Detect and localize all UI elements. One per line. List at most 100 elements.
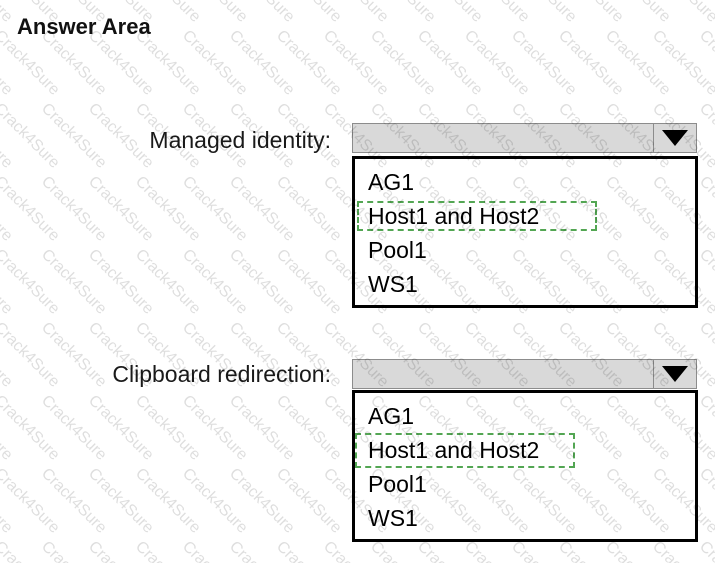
- watermark-text: Crack4Sure: [131, 465, 204, 537]
- watermark-text: Crack4Sure: [225, 465, 298, 537]
- watermark-text: Crack4Sure: [507, 27, 580, 99]
- watermark-text: Crack4Sure: [178, 538, 251, 563]
- watermark-text: Crack4Sure: [0, 173, 16, 245]
- watermark-text: Crack4Sure: [272, 538, 345, 563]
- clipboard-redirection-dropdown[interactable]: [352, 359, 697, 389]
- watermark-text: Crack4Sure: [178, 465, 251, 537]
- dropdown-arrow-button[interactable]: [653, 360, 696, 388]
- watermark-text: Crack4Sure: [178, 0, 251, 26]
- watermark-text: Crack4Sure: [695, 100, 715, 172]
- watermark-text: Crack4Sure: [0, 173, 63, 245]
- watermark-text: Crack4Sure: [272, 246, 345, 318]
- watermark-text: Crack4Sure: [648, 0, 715, 26]
- option-label: WS1: [368, 504, 418, 531]
- watermark-text: Crack4Sure: [319, 27, 392, 99]
- watermark-text: Crack4Sure: [131, 246, 204, 318]
- selected-answer-highlight: Host1 and Host2: [355, 432, 575, 468]
- watermark-text: Crack4Sure: [178, 27, 251, 99]
- watermark-text: Crack4Sure: [507, 0, 580, 26]
- watermark-text: Crack4Sure: [131, 173, 204, 245]
- watermark-text: Crack4Sure: [178, 173, 251, 245]
- watermark-text: Crack4Sure: [131, 538, 204, 563]
- watermark-text: Crack4Sure: [178, 392, 251, 464]
- watermark-text: Crack4Sure: [84, 246, 157, 318]
- selected-answer-highlight: Host1 and Host2: [357, 201, 597, 231]
- watermark-text: Crack4Sure: [0, 538, 63, 563]
- watermark-text: Crack4Sure: [84, 173, 157, 245]
- watermark-text: Crack4Sure: [695, 246, 715, 318]
- option-host1-and-host2[interactable]: Host1 and Host2: [355, 432, 695, 468]
- watermark-text: Crack4Sure: [413, 0, 486, 26]
- watermark-text: Crack4Sure: [554, 27, 627, 99]
- option-label: Host1 and Host2: [368, 202, 540, 229]
- option-ag1[interactable]: AG1: [355, 399, 695, 433]
- page-title: Answer Area: [17, 14, 151, 39]
- watermark-text: Crack4Sure: [272, 392, 345, 464]
- watermark-text: Crack4Sure: [178, 246, 251, 318]
- watermark-text: Crack4Sure: [0, 538, 16, 563]
- watermark-text: Crack4Sure: [554, 0, 627, 26]
- watermark-text: Crack4Sure: [695, 27, 715, 99]
- option-pool1[interactable]: Pool1: [355, 467, 695, 501]
- watermark-text: Crack4Sure: [319, 0, 392, 26]
- watermark-text: Crack4Sure: [37, 392, 110, 464]
- watermark-text: Crack4Sure: [460, 27, 533, 99]
- managed-identity-options-list: AG1 Host1 and Host2 Pool1 WS1: [352, 156, 698, 308]
- dropdown-arrow-button[interactable]: [653, 124, 696, 152]
- question-label-managed-identity: Managed identity:: [149, 127, 331, 153]
- watermark-text: Crack4Sure: [84, 392, 157, 464]
- watermark-text: Crack4Sure: [0, 27, 16, 99]
- watermark-text: Crack4Sure: [601, 27, 674, 99]
- watermark-text: Crack4Sure: [695, 538, 715, 563]
- option-pool1[interactable]: Pool1: [355, 233, 695, 267]
- watermark-text: Crack4Sure: [272, 27, 345, 99]
- watermark-text: Crack4Sure: [366, 0, 439, 26]
- watermark-text: Crack4Sure: [84, 465, 157, 537]
- watermark-text: Crack4Sure: [0, 465, 63, 537]
- watermark-text: Crack4Sure: [225, 27, 298, 99]
- watermark-text: Crack4Sure: [225, 538, 298, 563]
- option-host1-and-host2[interactable]: Host1 and Host2: [355, 199, 695, 233]
- watermark-text: Crack4Sure: [272, 465, 345, 537]
- watermark-text: Crack4Sure: [0, 0, 16, 26]
- watermark-text: Crack4Sure: [0, 392, 63, 464]
- managed-identity-dropdown[interactable]: [352, 123, 697, 153]
- option-label: Pool1: [368, 470, 427, 497]
- watermark-text: Crack4Sure: [695, 173, 715, 245]
- option-ws1[interactable]: WS1: [355, 267, 695, 301]
- watermark-text: Crack4Sure: [272, 173, 345, 245]
- watermark-text: Crack4Sure: [37, 538, 110, 563]
- option-label: AG1: [368, 168, 415, 195]
- watermark-text: Crack4Sure: [695, 465, 715, 537]
- watermark-text: Crack4Sure: [695, 319, 715, 391]
- watermark-text: Crack4Sure: [413, 27, 486, 99]
- option-ws1[interactable]: WS1: [355, 501, 695, 535]
- watermark-text: Crack4Sure: [601, 0, 674, 26]
- watermark-text: Crack4Sure: [272, 0, 345, 26]
- watermark-text: Crack4Sure: [695, 392, 715, 464]
- watermark-text: Crack4Sure: [0, 465, 16, 537]
- caret-down-icon: [662, 366, 688, 382]
- option-label: Pool1: [368, 236, 427, 263]
- watermark-text: Crack4Sure: [0, 246, 63, 318]
- watermark-text: Crack4Sure: [460, 0, 533, 26]
- watermark-text: Crack4Sure: [131, 392, 204, 464]
- clipboard-redirection-options-list: AG1 Host1 and Host2 Pool1 WS1: [352, 390, 698, 542]
- watermark-text: Crack4Sure: [84, 538, 157, 563]
- watermark-text: Crack4Sure: [225, 392, 298, 464]
- watermark-text: Crack4Sure: [37, 246, 110, 318]
- caret-down-icon: [662, 130, 688, 146]
- watermark-text: Crack4Sure: [0, 246, 16, 318]
- watermark-text: Crack4Sure: [225, 173, 298, 245]
- watermark-text: Crack4Sure: [648, 27, 715, 99]
- option-ag1[interactable]: AG1: [355, 165, 695, 199]
- watermark-text: Crack4Sure: [37, 465, 110, 537]
- option-label: Host1 and Host2: [368, 436, 540, 463]
- option-label: WS1: [368, 270, 418, 297]
- option-label: AG1: [368, 402, 415, 429]
- watermark-text: Crack4Sure: [225, 246, 298, 318]
- watermark-text: Crack4Sure: [0, 392, 16, 464]
- watermark-text: Crack4Sure: [37, 173, 110, 245]
- watermark-text: Crack4Sure: [225, 0, 298, 26]
